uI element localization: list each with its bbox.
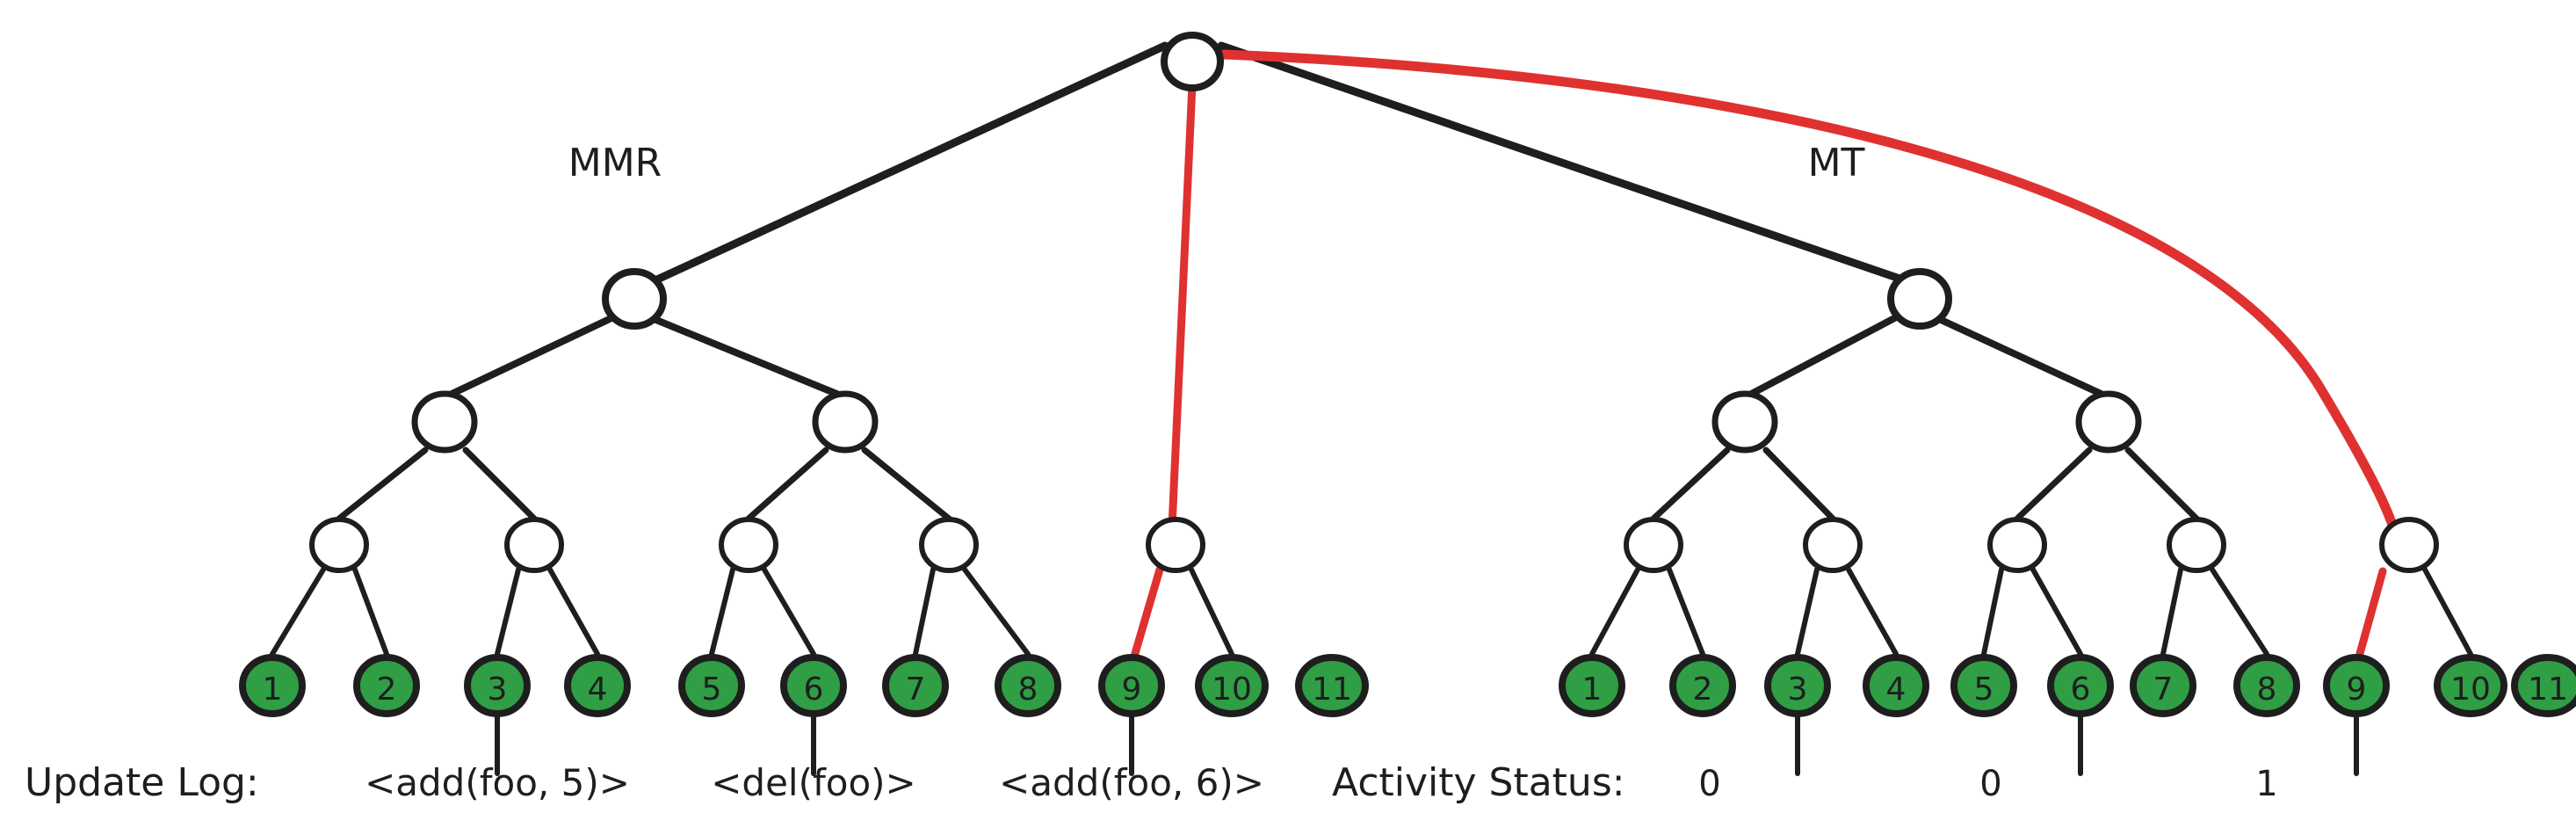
right-leaf-11-label: 11 (2528, 672, 2568, 708)
left-leaf-11: 11 (1295, 654, 1369, 717)
right-leaf-6: 6 (2047, 654, 2114, 717)
left-leaf-2-label: 2 (377, 672, 397, 708)
left-leaf-8: 8 (995, 654, 1061, 717)
left-tree-edges (270, 41, 1234, 657)
highlight-path-right-lower (2352, 567, 2387, 671)
right-leaf-3-label: 3 (1788, 672, 1808, 708)
right-leaf-11: 11 (2511, 654, 2576, 717)
highlight-path-right-upper (1219, 49, 2400, 538)
activity-status-value-3: 1 (2255, 764, 2277, 804)
activity-status-caption: Activity Status: (1332, 760, 1625, 805)
right-leaf-4-label: 4 (1886, 672, 1907, 708)
left-leaf-1-label: 1 (263, 672, 283, 708)
left-leaf-1: 1 (239, 654, 306, 717)
highlight-path-left-upper (1168, 80, 1197, 532)
left-leaf9-parent (1146, 517, 1205, 573)
right-tree-edges (1217, 41, 2473, 657)
left-leaf-3-label: 3 (488, 672, 508, 708)
left-leaf-2: 2 (353, 654, 420, 717)
left-leaf-5-label: 5 (702, 672, 722, 708)
left-leaf-6: 6 (780, 654, 847, 717)
right-leaf-4: 4 (1863, 654, 1929, 717)
left-leaf-9-label: 9 (1122, 672, 1142, 708)
highlight-path-left-lower (1127, 565, 1164, 670)
right-leaf-5-label: 5 (1974, 672, 1994, 708)
left-leaf-7-label: 7 (906, 672, 926, 708)
left-subtree-root (602, 268, 667, 330)
right-leaf-7-label: 7 (2153, 672, 2174, 708)
right-leaf-9-label: 9 (2347, 672, 2367, 708)
right-leaf-10-label: 10 (2450, 672, 2491, 708)
right-leaf-7: 7 (2130, 654, 2196, 717)
left-leaf-4: 4 (564, 654, 631, 717)
right-leaf-8: 8 (2233, 654, 2300, 717)
left-leaf-6-label: 6 (804, 672, 824, 708)
right-tree-drop-lines (1795, 711, 2359, 776)
right-leaf-8-label: 8 (2257, 672, 2277, 708)
left-tree-internal-nodes[interactable] (309, 268, 1205, 573)
right-leaf-2-label: 2 (1693, 672, 1713, 708)
left-leaf-8-label: 8 (1018, 672, 1038, 708)
right-leaf9-parent (2379, 517, 2439, 573)
right-leaf-2: 2 (1669, 654, 1736, 717)
right-leaf-6-label: 6 (2071, 672, 2091, 708)
right-tree-leaves[interactable]: 1 2 3 4 5 6 7 8 9 10 11 (1559, 654, 2576, 717)
root-node[interactable] (1161, 32, 1224, 91)
left-leaf-4-label: 4 (588, 672, 608, 708)
left-leaf-11-label: 11 (1312, 672, 1352, 708)
right-subtree-root (1887, 268, 1952, 330)
right-leaf-5: 5 (1950, 654, 2017, 717)
left-tree-drop-lines (495, 711, 1134, 776)
right-leaf-3: 3 (1764, 654, 1831, 717)
left-leaf-10: 10 (1195, 654, 1269, 717)
left-tree-title: MMR (568, 141, 662, 185)
right-leaf-1: 1 (1559, 654, 1625, 717)
left-leaf-9: 9 (1098, 654, 1165, 717)
update-log-entry-1: <add(foo, 5)> (365, 761, 630, 804)
left-tree-leaves[interactable]: 1 2 3 4 5 6 7 8 9 10 11 (239, 654, 1369, 717)
activity-status-value-1: 0 (1698, 764, 1720, 804)
right-tree-internal-nodes[interactable] (1624, 268, 2439, 573)
right-leaf-9: 9 (2323, 654, 2390, 717)
update-log-caption: Update Log: (25, 760, 259, 805)
right-leaf-1-label: 1 (1582, 672, 1603, 708)
left-leaf-3: 3 (464, 654, 531, 717)
update-log-entry-3: <add(foo, 6)> (999, 761, 1264, 804)
left-leaf-10-label: 10 (1212, 672, 1252, 708)
left-leaf-7: 7 (882, 654, 949, 717)
left-leaf-5: 5 (678, 654, 745, 717)
highlight-paths (1127, 49, 2400, 671)
right-leaf-10: 10 (2434, 654, 2507, 717)
activity-status-value-2: 0 (1979, 764, 2001, 804)
update-log-entry-2: <del(foo)> (711, 761, 916, 804)
right-tree-title: MT (1808, 141, 1865, 185)
